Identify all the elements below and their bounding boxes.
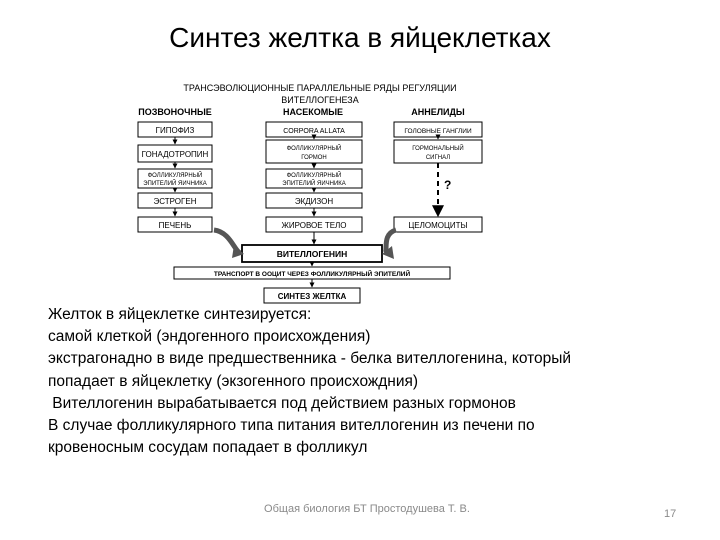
column-insects: НАСЕКОМЫЕ bbox=[283, 107, 343, 117]
body-text: Желток в яйцеклетке синтезируется: самой… bbox=[48, 304, 698, 459]
svg-text:ГОРМОН: ГОРМОН bbox=[301, 155, 327, 161]
body-line: В случае фолликулярного типа питания вит… bbox=[48, 417, 535, 435]
curved-arrow-left bbox=[213, 227, 244, 258]
svg-text:СИГНАЛ: СИГНАЛ bbox=[426, 155, 450, 161]
body-line: кровеносным сосудам попадает в фолликул bbox=[48, 439, 368, 457]
svg-text:ФОЛЛИКУЛЯРНЫЙ: ФОЛЛИКУЛЯРНЫЙ bbox=[287, 171, 342, 179]
node-liver: ПЕЧЕНЬ bbox=[137, 216, 213, 233]
svg-text:ЭСТРОГЕН: ЭСТРОГЕН bbox=[154, 197, 197, 206]
node-pituitary: ГИПОФИЗ bbox=[137, 121, 213, 138]
svg-text:ГОЛОВНЫЕ ГАНГЛИИ: ГОЛОВНЫЕ ГАНГЛИИ bbox=[404, 128, 472, 135]
node-follicular-hormone: ФОЛЛИКУЛЯРНЫЙ ГОРМОН bbox=[265, 139, 363, 164]
svg-text:ЭКДИЗОН: ЭКДИЗОН bbox=[295, 197, 334, 206]
node-follicular-epithelium-vertebrates: ФОЛЛИКУЛЯРНЫЙ ЭПИТЕЛИЙ ЯИЧНИКА bbox=[137, 168, 213, 189]
svg-text:ГОНАДОТРОПИН: ГОНАДОТРОПИН bbox=[142, 150, 209, 159]
node-corpora-allata: CORPORA ALLATA bbox=[265, 121, 363, 138]
svg-text:ФОЛЛИКУЛЯРНЫЙ: ФОЛЛИКУЛЯРНЫЙ bbox=[148, 171, 203, 179]
body-line: экстрагонадно в виде предшественника - б… bbox=[48, 350, 572, 368]
column-vertebrates: ПОЗВОНОЧНЫЕ bbox=[138, 107, 212, 117]
svg-text:ГОРМОНАЛЬНЫЙ: ГОРМОНАЛЬНЫЙ bbox=[412, 144, 463, 152]
node-ecdysone: ЭКДИЗОН bbox=[265, 192, 363, 209]
svg-text:ЭПИТЕЛИЙ ЯИЧНИКА: ЭПИТЕЛИЙ ЯИЧНИКА bbox=[143, 179, 207, 187]
svg-text:ТРАНСПОРТ В ООЦИТ ЧЕРЕЗ ФОЛЛИК: ТРАНСПОРТ В ООЦИТ ЧЕРЕЗ ФОЛЛИКУЛЯРНЫЙ ЭП… bbox=[214, 269, 411, 278]
slide-title: Синтез желтка в яйцеклетках bbox=[169, 22, 551, 53]
svg-text:CORPORA ALLATA: CORPORA ALLATA bbox=[283, 128, 345, 135]
page-number: 17 bbox=[664, 508, 677, 520]
slide-footer: Общая биология БТ Простодушева Т. В. bbox=[264, 503, 470, 515]
node-estrogen: ЭСТРОГЕН bbox=[137, 192, 213, 209]
node-yolk-synthesis: СИНТЕЗ ЖЕЛТКА bbox=[263, 287, 361, 304]
svg-text:СИНТЕЗ ЖЕЛТКА: СИНТЕЗ ЖЕЛТКА bbox=[278, 292, 347, 301]
body-line: попадает в яйцеклетку (экзогенного проис… bbox=[48, 372, 419, 390]
node-coelomocytes: ЦЕЛОМОЦИТЫ bbox=[393, 216, 483, 233]
question-mark: ? bbox=[444, 178, 451, 192]
curved-arrow-right bbox=[382, 227, 398, 259]
svg-text:ВИТЕЛЛОГЕНИН: ВИТЕЛЛОГЕНИН bbox=[277, 249, 348, 259]
svg-text:ЖИРОВОЕ ТЕЛО: ЖИРОВОЕ ТЕЛО bbox=[281, 221, 346, 230]
vitellogenesis-regulation-diagram: ТРАНСЭВОЛЮЦИОННЫЕ ПАРАЛЛЕЛЬНЫЕ РЯДЫ РЕГУ… bbox=[137, 83, 483, 304]
svg-text:ЦЕЛОМОЦИТЫ: ЦЕЛОМОЦИТЫ bbox=[408, 221, 467, 230]
node-follicular-epithelium-insects: ФОЛЛИКУЛЯРНЫЙ ЭПИТЕЛИЙ ЯИЧНИКА bbox=[265, 168, 363, 189]
diagram-header-line2: ВИТЕЛЛОГЕНЕЗА bbox=[281, 95, 358, 105]
svg-text:ГИПОФИЗ: ГИПОФИЗ bbox=[156, 126, 195, 135]
body-line: самой клеткой (эндогенного происхождения… bbox=[48, 328, 371, 346]
column-annelids: АННЕЛИДЫ bbox=[411, 107, 465, 117]
svg-text:ЭПИТЕЛИЙ ЯИЧНИКА: ЭПИТЕЛИЙ ЯИЧНИКА bbox=[282, 179, 346, 187]
diagram-header-line1: ТРАНСЭВОЛЮЦИОННЫЕ ПАРАЛЛЕЛЬНЫЕ РЯДЫ РЕГУ… bbox=[183, 83, 456, 93]
svg-text:ПЕЧЕНЬ: ПЕЧЕНЬ bbox=[159, 221, 192, 230]
node-vitellogenin: ВИТЕЛЛОГЕНИН bbox=[241, 244, 383, 263]
node-head-ganglia: ГОЛОВНЫЕ ГАНГЛИИ bbox=[393, 121, 483, 138]
node-hormonal-signal: ГОРМОНАЛЬНЫЙ СИГНАЛ bbox=[393, 139, 483, 164]
node-gonadotropin: ГОНАДОТРОПИН bbox=[137, 144, 213, 163]
svg-text:ФОЛЛИКУЛЯРНЫЙ: ФОЛЛИКУЛЯРНЫЙ bbox=[287, 144, 342, 152]
body-line: Желток в яйцеклетке синтезируется: bbox=[48, 306, 312, 323]
node-fat-body: ЖИРОВОЕ ТЕЛО bbox=[265, 216, 363, 233]
body-line: Вителлогенин вырабатывается под действие… bbox=[48, 394, 516, 412]
node-transport-to-oocyte: ТРАНСПОРТ В ООЦИТ ЧЕРЕЗ ФОЛЛИКУЛЯРНЫЙ ЭП… bbox=[173, 266, 451, 280]
